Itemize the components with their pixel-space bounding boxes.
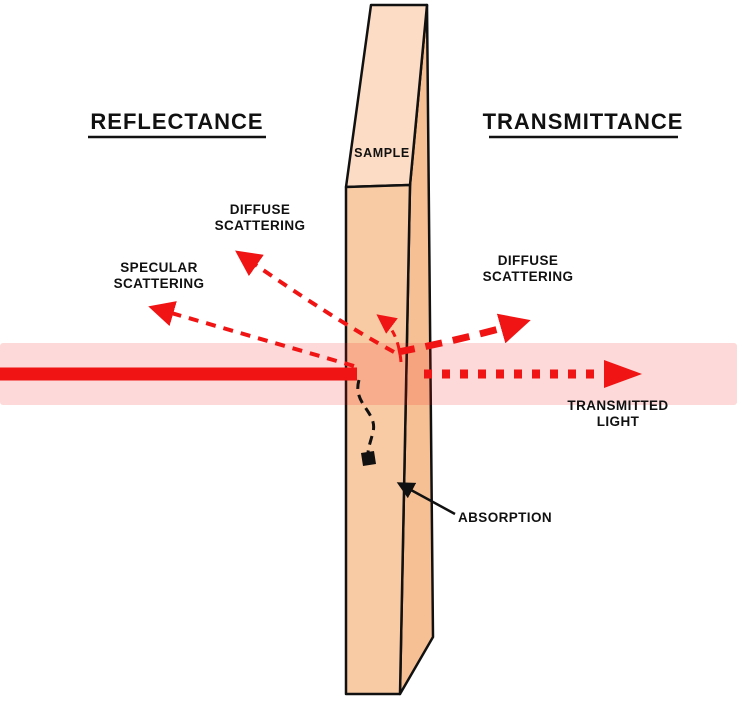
label-sample: SAMPLE xyxy=(354,146,410,160)
absorption-pointer-arrow xyxy=(396,482,456,516)
label-diffuse-left-line2: SCATTERING xyxy=(215,218,306,233)
label-absorption: ABSORPTION xyxy=(458,510,552,525)
label-transmitted-line2: LIGHT xyxy=(597,414,640,429)
absorption-terminus xyxy=(361,451,376,466)
diffuse-scattering-right-arrow xyxy=(397,313,531,356)
title-reflectance: REFLECTANCE xyxy=(90,109,263,134)
transmitted-light-arrowhead xyxy=(604,360,642,388)
label-diffuse-right-line1: DIFFUSE xyxy=(498,253,559,268)
title-transmittance: TRANSMITTANCE xyxy=(483,109,684,134)
label-specular-line1: SPECULAR xyxy=(120,260,197,275)
beam-glow-band xyxy=(0,343,737,405)
absorption-path xyxy=(356,379,376,455)
label-diffuse-right-line2: SCATTERING xyxy=(483,269,574,284)
label-transmitted-line1: TRANSMITTED xyxy=(567,398,668,413)
label-diffuse-left-line1: DIFFUSE xyxy=(230,202,291,217)
diffuse-scattering-left-arrow xyxy=(235,250,395,354)
internal-scatter-arrow xyxy=(376,314,403,363)
sample-front-face xyxy=(344,183,412,696)
label-specular-line2: SCATTERING xyxy=(114,276,205,291)
